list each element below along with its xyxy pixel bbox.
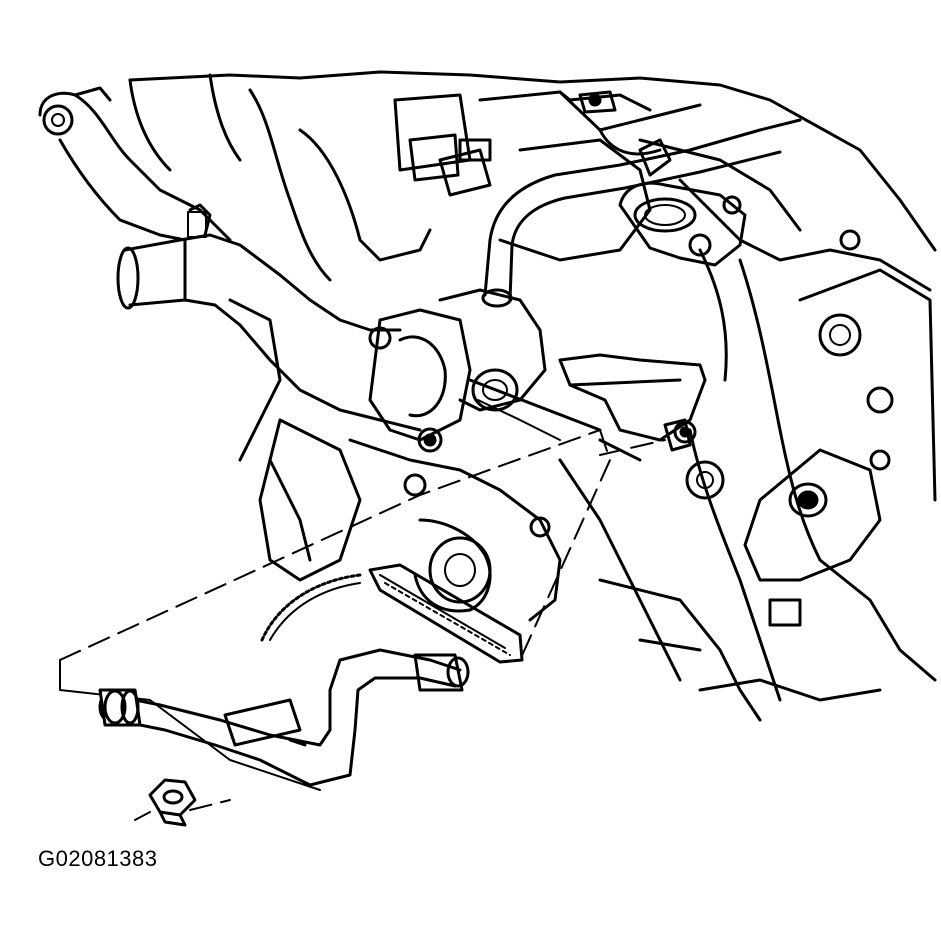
outlet-housing-right: [618, 138, 747, 267]
right-manifold: [685, 229, 894, 500]
upper-water-outlet: [116, 203, 422, 432]
retaining-bolt: [477, 399, 692, 456]
upper-bracket-arm: [38, 86, 232, 242]
mounting-bracket: [558, 353, 707, 462]
figure-id-label: G02081383: [38, 846, 158, 871]
heater-hose: [481, 118, 802, 308]
pipe-gasket: [368, 563, 524, 664]
retaining-nut: [134, 778, 231, 827]
flywheel-arc: [260, 573, 362, 642]
thermostat-housing: [368, 288, 547, 453]
installation-outline: [59, 378, 611, 791]
sensor-fittings: [438, 90, 617, 197]
lower-coolant-pipe: [98, 648, 470, 787]
front-cover: [348, 438, 562, 622]
engine-block: [128, 70, 937, 722]
right-pipe-fitting: [743, 448, 882, 627]
